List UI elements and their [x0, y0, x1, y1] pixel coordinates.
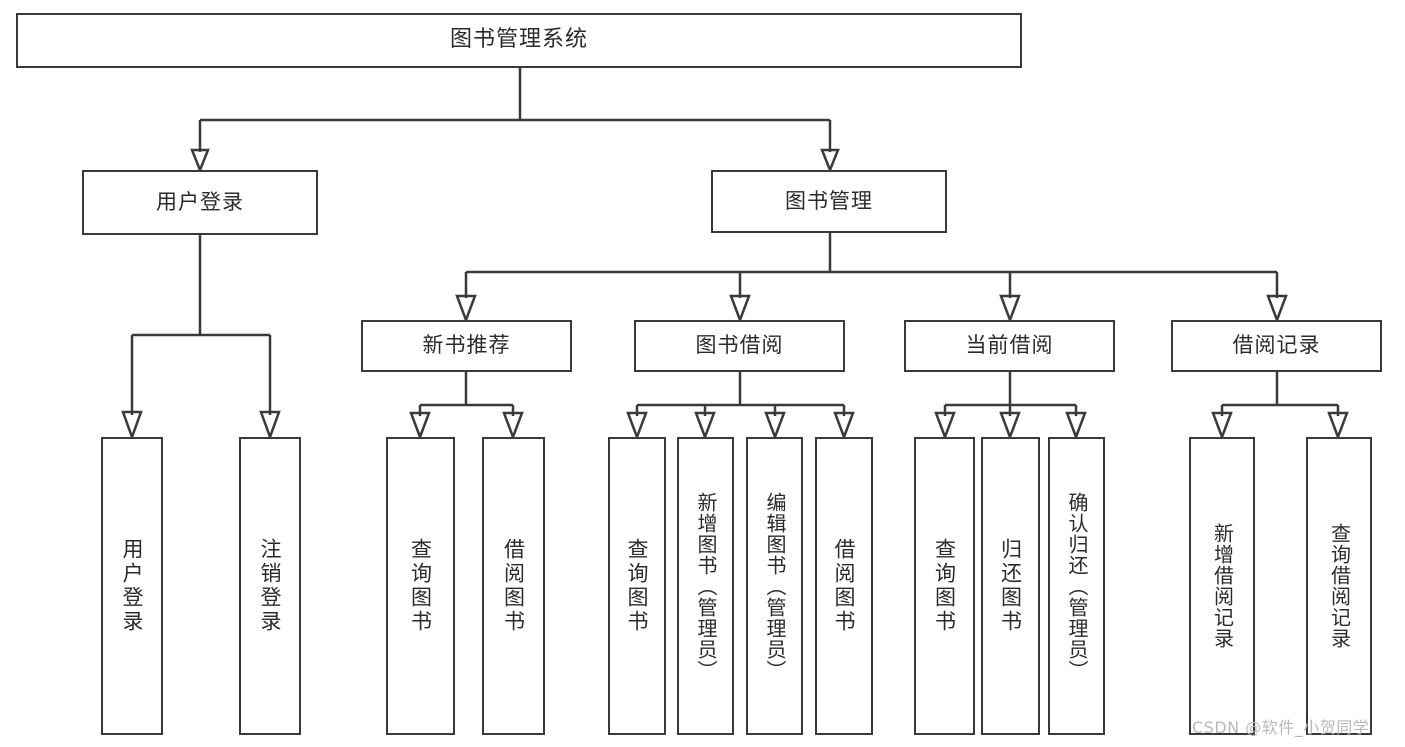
leaf-query-book-recommend[interactable]: 查询图书: [386, 437, 455, 735]
node-book-borrow[interactable]: 图书借阅: [634, 320, 845, 372]
leaf-query-book-current[interactable]: 查询图书: [914, 437, 975, 735]
node-user-login[interactable]: 用户登录: [82, 170, 318, 235]
leaf-add-book-admin[interactable]: 新增图书（管理员）: [677, 437, 734, 735]
leaf-edit-book-admin[interactable]: 编辑图书（管理员）: [746, 437, 803, 735]
node-current-borrow[interactable]: 当前借阅: [904, 320, 1115, 372]
leaf-query-borrow-record[interactable]: 查询借阅记录: [1306, 437, 1372, 735]
leaf-add-borrow-record[interactable]: 新增借阅记录: [1189, 437, 1255, 735]
node-new-book-recommend[interactable]: 新书推荐: [361, 320, 572, 372]
watermark-credit: CSDN @软件_小贺同学: [1192, 718, 1370, 737]
leaf-logout[interactable]: 注销登录: [239, 437, 301, 735]
node-book-management[interactable]: 图书管理: [711, 170, 947, 233]
leaf-borrow-book-recommend[interactable]: 借阅图书: [482, 437, 545, 735]
leaf-query-book-borrow[interactable]: 查询图书: [608, 437, 666, 735]
leaf-return-book[interactable]: 归还图书: [981, 437, 1040, 735]
leaf-user-login[interactable]: 用户登录: [101, 437, 163, 735]
node-root-system[interactable]: 图书管理系统: [16, 13, 1022, 68]
leaf-borrow-book[interactable]: 借阅图书: [815, 437, 873, 735]
node-borrow-record[interactable]: 借阅记录: [1171, 320, 1382, 372]
leaf-confirm-return-admin[interactable]: 确认归还（管理员）: [1048, 437, 1105, 735]
